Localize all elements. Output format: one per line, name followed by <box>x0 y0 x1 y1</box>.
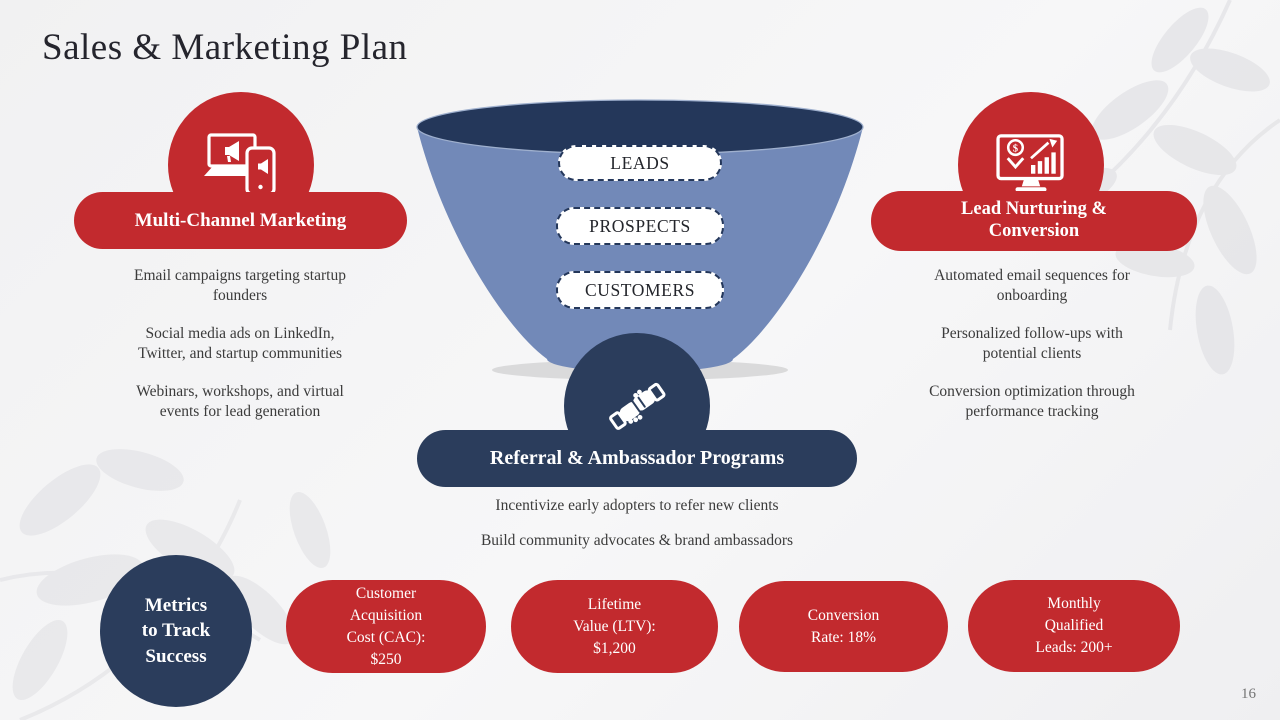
page-title: Sales & Marketing Plan <box>42 27 408 68</box>
devices-megaphone-icon <box>204 133 276 196</box>
funnel-stage-label: PROSPECTS <box>589 215 691 236</box>
referral-pill: Referral & Ambassador Programs <box>417 430 857 487</box>
sales-funnel-graphic <box>416 99 864 380</box>
section-heading: Multi-Channel Marketing <box>134 209 347 231</box>
funnel-stage-label: CUSTOMERS <box>584 279 696 300</box>
metrics-circle: Metrics to Track Success <box>100 555 252 707</box>
funnel-stage-prospects: PROSPECTS <box>556 207 724 245</box>
list-item: Personalized follow-ups with potential c… <box>941 325 1123 362</box>
handshake-icon <box>609 382 666 430</box>
referral-item: Incentivize early adopters to refer new … <box>495 497 779 514</box>
referral-item: Build community advocates & brand ambass… <box>480 532 794 549</box>
metric-conversion-rate: Conversion Rate: 18% <box>739 581 948 672</box>
sales-dashboard-icon: $ <box>996 134 1064 192</box>
list-item: Automated email sequences for onboarding <box>934 267 1130 304</box>
lead-nurturing-pill: Lead Nurturing & Conversion <box>871 191 1197 251</box>
list-item: Social media ads on LinkedIn, Twitter, a… <box>137 325 343 362</box>
metric-ltv: Lifetime Value (LTV): $1,200 <box>511 580 718 673</box>
list-item: Webinars, workshops, and virtual events … <box>136 383 344 420</box>
section-heading: Referral & Ambassador Programs <box>489 447 785 469</box>
metric-monthly-leads: Monthly Qualified Leads: 200+ <box>968 580 1180 672</box>
metrics-circle-label: Metrics to Track Success <box>141 595 211 667</box>
multi-channel-marketing-items: Email campaigns targeting startup founde… <box>104 266 376 440</box>
page-number: 16 <box>1241 686 1256 702</box>
list-item: Email campaigns targeting startup founde… <box>134 267 346 304</box>
metric-cac: Customer Acquisition Cost (CAC): $250 <box>286 580 486 673</box>
funnel-stage-customers: CUSTOMERS <box>556 271 724 309</box>
list-item: Conversion optimization through performa… <box>929 383 1135 420</box>
funnel-stage-leads: LEADS <box>558 145 722 181</box>
lead-nurturing-items: Automated email sequences for onboarding… <box>887 266 1177 440</box>
section-heading: Lead Nurturing & Conversion <box>961 199 1107 241</box>
funnel-stage-label: LEADS <box>610 152 670 173</box>
multi-channel-marketing-pill: Multi-Channel Marketing <box>74 192 407 249</box>
dollar-glyph: $ <box>1013 143 1019 154</box>
funnel-body <box>417 127 863 372</box>
